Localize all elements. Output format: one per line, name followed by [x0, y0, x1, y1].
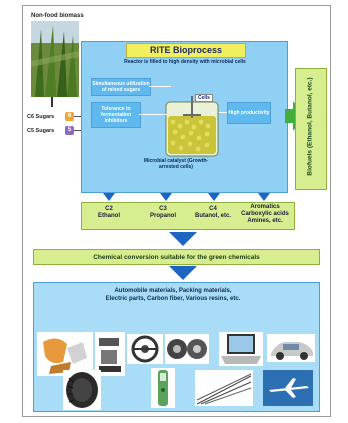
- product-c4-desc: Butanol, etc.: [194, 213, 231, 219]
- figure-frame: Non-food biomass C6 Sugars 6 C5 Sugars 5…: [22, 5, 331, 417]
- tire-image: [63, 370, 101, 410]
- sugars-connector: [74, 116, 82, 117]
- arrow-to-chemical-conversion: [169, 232, 197, 246]
- carbon-fiber-image: [195, 370, 253, 406]
- airplane-image: [263, 370, 313, 406]
- simultaneous-connector: [149, 86, 171, 87]
- bioprocess-subtitle: Reactor is filled to high density with m…: [124, 59, 246, 65]
- arrow-to-c3: [160, 193, 172, 201]
- reactor-vessel: [165, 96, 219, 157]
- arrow-to-c4: [208, 193, 220, 201]
- c6-sugars-label: C6 Sugars: [27, 114, 55, 120]
- products-row: [81, 202, 295, 230]
- productivity-connector: [219, 112, 227, 113]
- product-aromatics-name: Aromatics: [250, 204, 280, 210]
- reactor-cells-badge: Cells: [195, 94, 213, 102]
- tolerance-connector: [139, 114, 167, 115]
- parts-molding-image: [95, 332, 125, 376]
- c5-sugars-label: C5 Sugars: [27, 128, 55, 134]
- biomass-photo: [31, 21, 79, 97]
- car-interior-parts-image: [37, 332, 93, 376]
- biomass-label: Non-food biomass: [31, 13, 84, 19]
- bioprocess-title: RITE Bioprocess: [126, 43, 246, 58]
- arrow-to-materials: [169, 266, 197, 280]
- materials-text: Automobile materials, Packing materials,…: [105, 288, 241, 302]
- product-c3: C3 Propanol: [141, 206, 185, 220]
- product-c4: C4 Butanol, etc.: [191, 206, 235, 220]
- arrow-to-c2: [103, 193, 115, 201]
- feature-simultaneous-utilization: Simultaneous utilization of mixed sugars: [91, 78, 151, 96]
- feature-tolerance: Tolerance to fermentation inhibitors: [91, 102, 141, 128]
- biomass-down-arrow: [51, 97, 53, 107]
- product-c2-name: C2: [105, 206, 113, 212]
- wheel-parts-image: [165, 334, 209, 364]
- product-c4-name: C4: [209, 206, 217, 212]
- c5-badge: 5: [65, 126, 74, 135]
- c6-badge: 6: [65, 112, 74, 121]
- biofuels-box: [295, 68, 327, 190]
- product-c3-name: C3: [159, 206, 167, 212]
- steering-wheel-image: [127, 334, 163, 364]
- chemical-conversion-label: Chemical conversion suitable for the gre…: [93, 253, 260, 261]
- laptop-image: [219, 332, 263, 366]
- feature-high-productivity: High productivity: [227, 102, 271, 124]
- product-c3-desc: Propanol: [149, 213, 176, 219]
- sugars-connector-2: [74, 130, 82, 131]
- biofuels-label: Biofuels (Ethanol, Butanol, etc.): [306, 77, 314, 176]
- arrow-to-aromatics: [258, 193, 270, 201]
- car-image: [267, 334, 315, 362]
- handheld-device-image: [151, 368, 175, 408]
- product-c2-desc: Ethanol: [98, 213, 120, 219]
- product-c2: C2 Ethanol: [87, 206, 131, 220]
- product-aromatics-desc: Carboxylic acids Amines, etc.: [241, 211, 289, 224]
- product-aromatics: Aromatics Carboxylic acids Amines, etc.: [239, 204, 291, 225]
- chemical-conversion-bar: Chemical conversion suitable for the gre…: [33, 249, 320, 265]
- microbial-catalyst-label: Microbial catalyst (Growth-arrested cell…: [143, 158, 209, 170]
